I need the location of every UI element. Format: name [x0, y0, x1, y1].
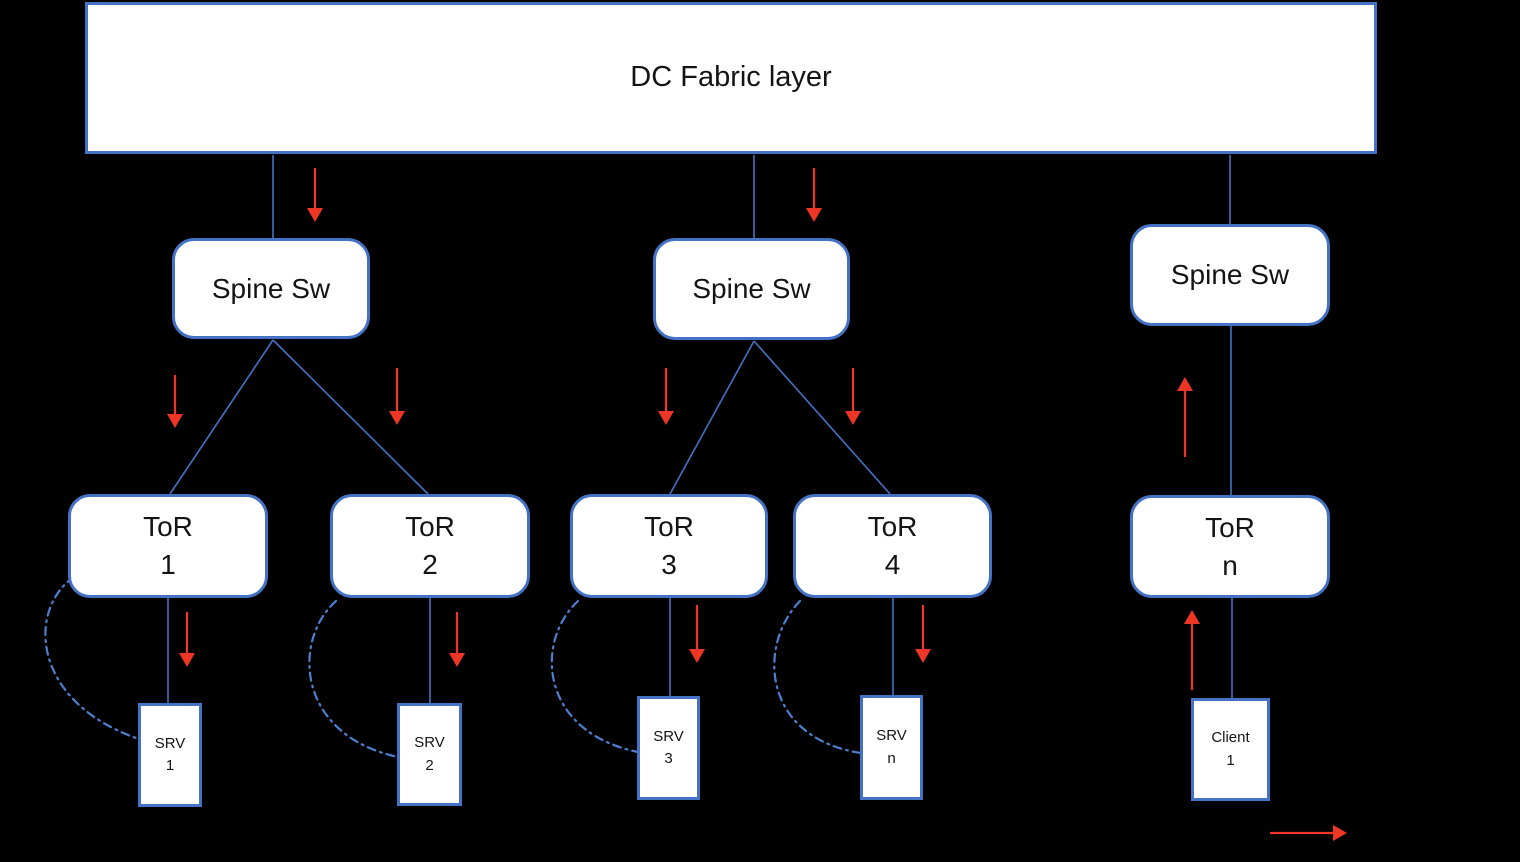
server-n-box: SRV n	[860, 695, 923, 800]
server-n-id: n	[887, 749, 896, 767]
tor-4-id: 4	[884, 549, 901, 580]
dc-fabric-layer-box: DC Fabric layer	[85, 2, 1377, 154]
arrow-down-tor3-srv3-icon	[689, 605, 705, 663]
spine-switch-n-label: Spine Sw	[1170, 259, 1290, 291]
arrow-down-spine2-tor3-icon	[658, 368, 674, 425]
fabric-links	[167, 155, 1233, 703]
tor-n-box: ToR n	[1130, 495, 1330, 598]
server-1-box: SRV 1	[138, 703, 202, 807]
tor-4-name: ToR	[867, 511, 918, 543]
tor-2-name: ToR	[405, 511, 455, 543]
arrow-down-spine1-tor2-icon	[389, 368, 405, 425]
link-spine1-tor1	[169, 339, 274, 495]
tor-2-box: ToR 2	[330, 494, 530, 598]
loopback-curves	[44, 575, 863, 759]
server-2-name: SRV	[414, 734, 445, 751]
link-spine2-tor4	[753, 340, 891, 495]
client-1-name: Client	[1211, 729, 1250, 746]
tor-3-id: 3	[661, 549, 677, 580]
link-spine1-tor2	[272, 339, 429, 495]
server-1-id: 1	[165, 757, 175, 774]
tor-1-id: 1	[160, 549, 176, 580]
arrow-down-fabric-spine2-icon	[806, 168, 822, 222]
arrow-up-client1-torn-icon	[1184, 610, 1200, 690]
tor-2-id: 2	[422, 549, 438, 580]
client-1-id: 1	[1226, 751, 1235, 769]
server-n-name: SRV	[876, 727, 907, 744]
tor-1-name: ToR	[143, 511, 193, 543]
traffic-arrows	[167, 168, 1347, 841]
spine-switch-2-label: Spine Sw	[692, 273, 811, 305]
arrow-down-spine2-tor4-icon	[845, 368, 861, 425]
server-2-box: SRV 2	[397, 703, 462, 806]
spine-switch-1-label: Spine Sw	[211, 272, 331, 304]
tor-3-name: ToR	[644, 511, 694, 543]
link-spine2-tor3	[669, 340, 755, 495]
dc-fabric-layer-label: DC Fabric layer	[630, 61, 832, 94]
tor-3-box: ToR 3	[570, 494, 768, 598]
arrow-down-spine1-tor1-icon	[167, 375, 183, 428]
arrow-down-tor4-srvn-icon	[915, 605, 931, 663]
server-3-id: 3	[664, 750, 673, 767]
arrow-down-tor2-srv2-icon	[449, 612, 465, 667]
client-1-box: Client 1	[1191, 698, 1270, 801]
spine-switch-1-box: Spine Sw	[172, 238, 370, 339]
loopback-curve-tor4-srvn	[773, 599, 863, 755]
arrow-right-bottom-icon	[1270, 825, 1347, 841]
server-2-id: 2	[425, 756, 434, 774]
arrow-down-fabric-spine1-icon	[307, 168, 323, 222]
tor-4-box: ToR 4	[793, 494, 992, 598]
server-3-box: SRV 3	[637, 696, 700, 800]
loopback-curve-tor3-srv3	[550, 599, 640, 754]
server-1-name: SRV	[154, 734, 186, 752]
loopback-curve-tor1-srv1	[44, 575, 138, 740]
loopback-curve-tor2-srv2	[308, 599, 400, 759]
tor-n-id: n	[1222, 549, 1238, 581]
arrow-down-tor1-srv1-icon	[179, 612, 195, 667]
spine-switch-2-box: Spine Sw	[653, 238, 850, 340]
arrow-up-torn-spine3-icon	[1177, 377, 1193, 457]
tor-1-box: ToR 1	[68, 494, 268, 598]
spine-switch-n-box: Spine Sw	[1130, 224, 1330, 326]
tor-n-name: ToR	[1205, 511, 1255, 543]
server-3-name: SRV	[653, 727, 684, 745]
